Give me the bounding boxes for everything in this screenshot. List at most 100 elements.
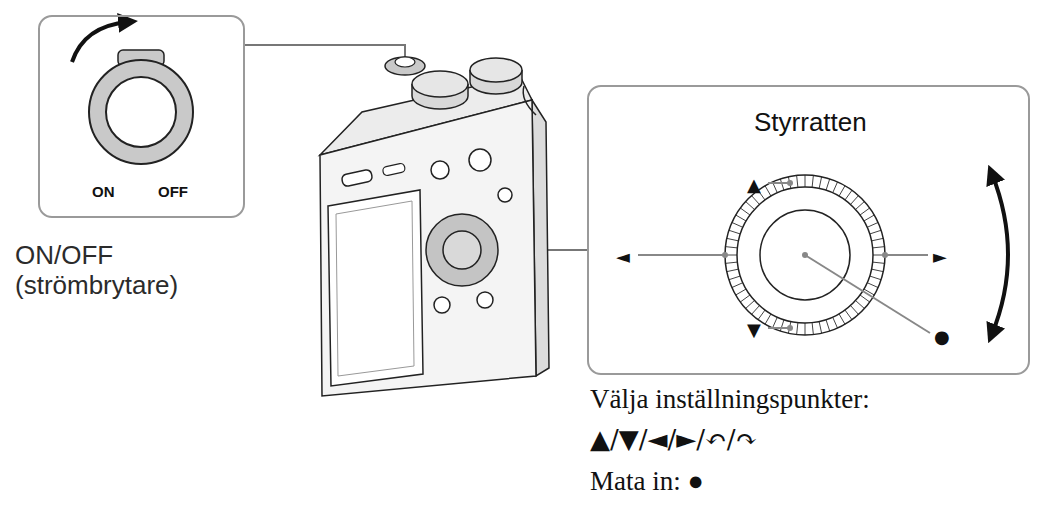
knurl-tick: [725, 247, 737, 248]
pointer-line: [805, 255, 930, 333]
lcd-frame: [336, 201, 414, 376]
knurl-tick: [780, 179, 784, 190]
knurl-tick: [845, 190, 852, 200]
switch-center: [106, 77, 176, 147]
viewfinder: [341, 169, 373, 187]
knurl-tick: [732, 222, 743, 227]
knurl-tick: [772, 317, 777, 328]
knurl-tick: [797, 175, 798, 187]
knurl-tick: [873, 262, 885, 263]
knurl-tick: [851, 196, 859, 205]
wheel-center: [760, 210, 850, 300]
knurl-tick: [780, 320, 784, 331]
knurl-tick: [839, 186, 845, 196]
knurl-tick: [833, 317, 838, 328]
shutter-top: [395, 57, 415, 67]
mode-dial-top: [412, 71, 468, 97]
sensor: [382, 163, 405, 176]
knurl-tick: [758, 310, 765, 320]
switch-ring: [89, 60, 193, 164]
leader-line: [245, 45, 405, 58]
knurl-tick: [725, 262, 737, 263]
knurl-tick: [812, 323, 813, 335]
pointer-line: [768, 327, 790, 329]
knurl-tick: [812, 175, 813, 187]
button: [498, 188, 512, 202]
direction-symbol: ▲: [747, 174, 761, 195]
knurl-tick: [819, 322, 821, 334]
knurl-tick: [751, 196, 759, 205]
camera-back: [320, 100, 536, 396]
knurl-tick: [856, 201, 865, 209]
knurl-tick: [867, 222, 878, 227]
button: [477, 292, 493, 308]
pointer-dot: [787, 325, 793, 331]
knurl-tick: [864, 215, 874, 221]
switch-position: OFF: [158, 183, 188, 200]
direction-symbol: ►: [933, 246, 947, 267]
knurl-tick: [819, 177, 821, 189]
instruction-symbols: ▲/▼/◄/►/↶/↷: [590, 423, 757, 455]
direction-symbol: ◄: [616, 246, 630, 267]
pointer-lines: [638, 183, 930, 333]
control-wheel: [426, 214, 498, 286]
knurl-tick: [867, 283, 878, 288]
center-button: [443, 231, 481, 269]
knurl-tick: [736, 215, 746, 221]
knurling: [725, 175, 885, 335]
pointer-dot: [882, 252, 888, 258]
shutter-button: [385, 57, 425, 75]
knurl-tick: [727, 269, 739, 271]
knurl-tick: [860, 208, 870, 215]
button: [469, 149, 491, 171]
direction-symbol: ▼: [747, 319, 761, 340]
knurl-tick: [805, 175, 806, 187]
wheel-callout: Styrratten ▲ ◄ ► ▼ ●: [587, 85, 1030, 375]
knurl-tick: [839, 314, 845, 324]
camera: [320, 57, 549, 396]
knurl-tick: [765, 314, 771, 324]
strap-lug: [523, 86, 536, 115]
knurl-tick: [765, 186, 771, 196]
part-name: ON/OFF (strömbrytare): [15, 240, 245, 300]
knurl-tick: [845, 310, 852, 320]
knurl-tick: [870, 276, 881, 280]
knurl-tick: [826, 179, 830, 190]
pointer-line: [638, 254, 725, 256]
pointer-dot: [787, 180, 793, 186]
knurl-tick: [746, 301, 755, 309]
knurl-tick: [833, 182, 838, 193]
knurl-tick: [740, 295, 750, 302]
knurl-tick: [746, 201, 755, 209]
pointer-line: [885, 254, 928, 256]
knurl-tick: [736, 289, 746, 295]
knurl-tick: [870, 230, 881, 234]
callout-title: Styrratten: [754, 107, 867, 138]
wheel-outer: [725, 175, 885, 335]
knurl-tick: [740, 208, 750, 215]
instruction: Välja inställningspunkter:: [590, 383, 870, 415]
rotate-arrow: [992, 174, 1008, 334]
button: [434, 297, 450, 313]
knurl-tick: [860, 295, 870, 302]
knurl-tick: [797, 323, 798, 335]
switch-position: ON: [92, 183, 115, 200]
wheel-ring: [737, 187, 873, 323]
knurl-tick: [872, 269, 884, 271]
button: [431, 161, 449, 179]
knurl-tick: [729, 230, 740, 234]
knurl-tick: [751, 306, 759, 315]
knurl-tick: [805, 323, 806, 335]
instruction: Mata in: ●: [590, 465, 704, 497]
lcd-screen: [328, 190, 423, 386]
pointer-dots: [722, 180, 888, 331]
knurl-tick: [729, 276, 740, 280]
knurl-tick: [856, 301, 865, 309]
enter-symbol: ●: [934, 326, 950, 347]
knurl-tick: [732, 283, 743, 288]
knurl-tick: [727, 238, 739, 240]
knurl-tick: [826, 320, 830, 331]
switch-callout: ON OFF: [38, 15, 245, 218]
control-dial-top: [470, 58, 522, 82]
